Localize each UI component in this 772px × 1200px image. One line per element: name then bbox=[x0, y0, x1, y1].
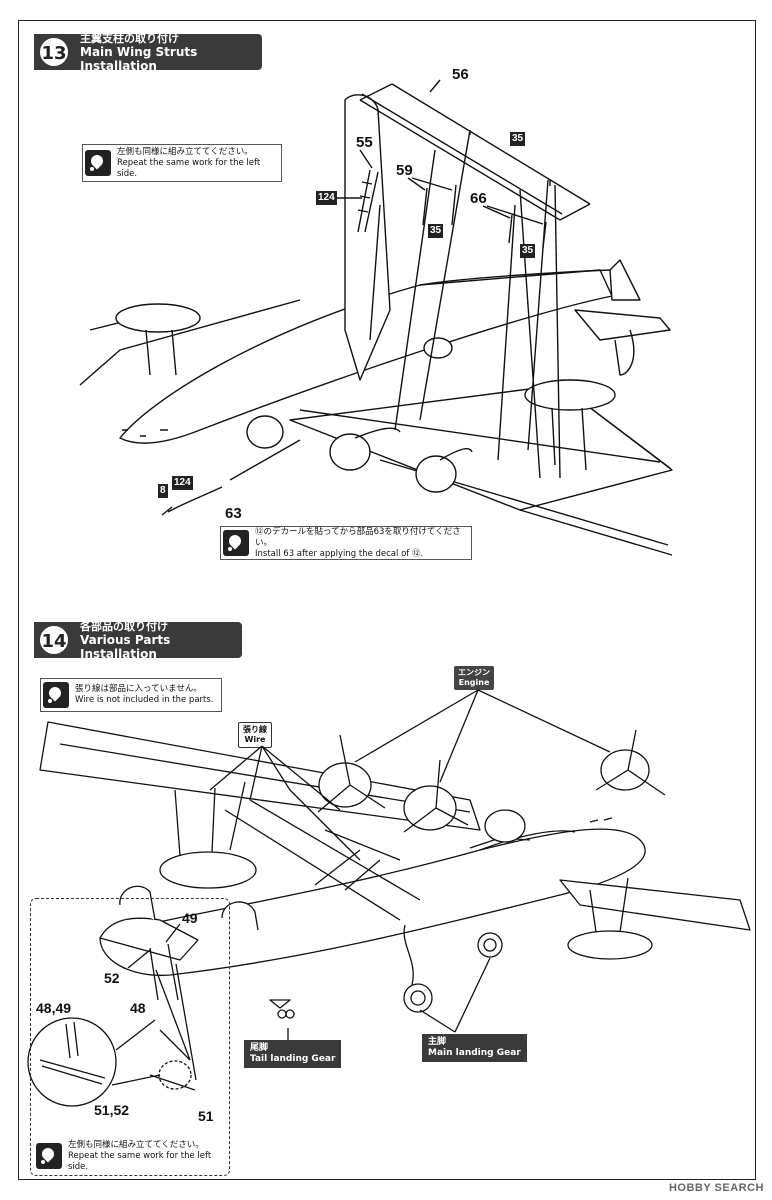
step-13-title-ja: 主翼支柱の取り付け bbox=[80, 31, 179, 45]
info-icon bbox=[43, 682, 69, 708]
tail-detail-box bbox=[30, 898, 230, 1176]
step-13-decal-note: ⑫のデカールを貼ってから部品63を取り付けてください。 Install 63 a… bbox=[220, 526, 472, 560]
info-icon bbox=[223, 530, 249, 556]
part-51-label: 51 bbox=[198, 1108, 214, 1124]
step-13-note2-en: Install 63 after applying the decal of ⑫… bbox=[255, 548, 424, 559]
part-box-8: 8 bbox=[158, 484, 168, 498]
part-box-35-b: 35 bbox=[428, 224, 444, 238]
part-56-label: 56 bbox=[452, 66, 469, 83]
part-51-52-label: 51,52 bbox=[94, 1102, 130, 1118]
step-14-note2-ja: 左側も同様に組み立ててください。 bbox=[68, 1139, 204, 1150]
step-14-repeat-note: 左側も同様に組み立ててください。 Repeat the same work fo… bbox=[34, 1140, 228, 1172]
part-66-label: 66 bbox=[470, 190, 487, 207]
step-13-drawing bbox=[0, 0, 772, 600]
step-13-title-en: Main Wing Struts Installation bbox=[80, 44, 198, 73]
info-icon bbox=[85, 150, 111, 176]
part-box-35-a: 35 bbox=[510, 132, 526, 146]
step-14-note: 張り線は部品に入っていません。 Wire is not included in … bbox=[40, 678, 222, 712]
part-52-label: 52 bbox=[104, 970, 120, 986]
step-14-note-en: Wire is not included in the parts. bbox=[75, 695, 214, 705]
step-13-note: 左側も同様に組み立ててください。 Repeat the same work fo… bbox=[82, 144, 282, 182]
part-49-label: 49 bbox=[182, 910, 198, 926]
step-14-note2-en: Repeat the same work for the left side. bbox=[68, 1150, 212, 1172]
part-63-label: 63 bbox=[225, 505, 242, 522]
wire-tag: 張り線 Wire bbox=[238, 722, 272, 748]
part-48-label: 48 bbox=[130, 1000, 146, 1016]
step-13-header: 13 主翼支柱の取り付け Main Wing Struts Installati… bbox=[34, 31, 262, 73]
part-59-label: 59 bbox=[396, 162, 413, 179]
part-box-124-a: 124 bbox=[316, 191, 337, 205]
step-14-number: 14 bbox=[38, 624, 70, 656]
step-14-title-ja: 各部品の取り付け bbox=[80, 619, 168, 633]
part-box-124-b: 124 bbox=[172, 476, 193, 490]
step-13-note-ja: 左側も同様に組み立ててください。 bbox=[117, 146, 253, 157]
part-48-49-label: 48,49 bbox=[36, 1000, 72, 1016]
step-13-number: 13 bbox=[38, 36, 70, 68]
engine-tag: エンジン Engine bbox=[454, 666, 494, 690]
info-icon bbox=[36, 1143, 62, 1169]
page-frame bbox=[18, 20, 756, 1180]
step-13-note-en: Repeat the same work for the left side. bbox=[117, 157, 261, 179]
step-13-note2-ja: ⑫のデカールを貼ってから部品63を取り付けてください。 bbox=[255, 526, 461, 548]
watermark: HOBBY SEARCH bbox=[668, 1182, 764, 1194]
part-box-35-c: 35 bbox=[520, 244, 536, 258]
step-14-note-ja: 張り線は部品に入っていません。 bbox=[75, 684, 202, 694]
main-gear-tag: 主脚 Main landing Gear bbox=[422, 1034, 527, 1062]
step-14-title-en: Various Parts Installation bbox=[80, 632, 171, 661]
tail-gear-tag: 尾脚 Tail landing Gear bbox=[244, 1040, 342, 1068]
part-55-label: 55 bbox=[356, 134, 373, 151]
step-14-header: 14 各部品の取り付け Various Parts Installation bbox=[34, 619, 242, 661]
